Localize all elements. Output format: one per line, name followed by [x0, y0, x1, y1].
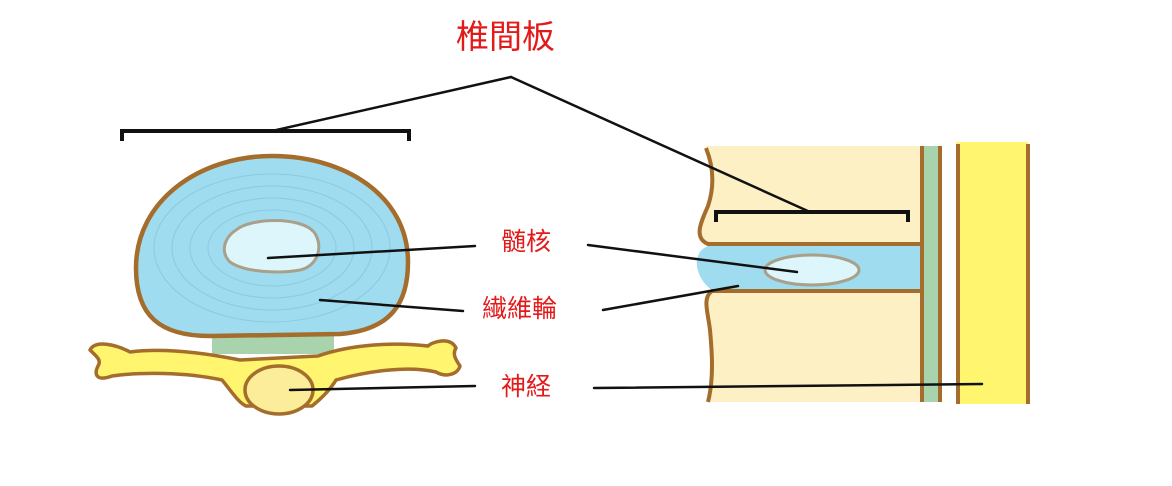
side-view — [696, 142, 1030, 404]
leader-nerve-left — [288, 384, 477, 392]
nerve-label: 神経 — [501, 372, 552, 401]
leader-nerve-right — [592, 382, 984, 390]
intervertebral-disc-label: 椎間板 — [456, 17, 555, 56]
annulus-lamellae — [153, 173, 391, 323]
nucleus-pulposus-label: 髄核 — [501, 227, 552, 256]
upper-vertebra — [699, 146, 920, 244]
leader-lines — [266, 75, 984, 392]
leader-disc-left — [270, 75, 513, 133]
lower-vertebra-outline — [704, 289, 920, 403]
annulus-fibrosus-label: 繊維輪 — [482, 294, 558, 323]
lower-vertebra — [706, 292, 920, 402]
left-bracket — [120, 129, 411, 141]
spinal-nerve-side-view — [956, 142, 1028, 404]
leader-nucleus-right — [586, 243, 799, 274]
leader-disc-right — [509, 75, 812, 214]
leader-nucleus-left — [266, 244, 477, 260]
leader-annulus-right — [601, 284, 740, 312]
cross-section-view — [88, 129, 462, 416]
nucleus-pulposus-top-view — [222, 219, 321, 274]
posterior-ligament — [922, 146, 940, 402]
nucleus-pulposus-side-view — [763, 253, 861, 287]
right-bracket — [714, 210, 910, 222]
leader-annulus-left — [318, 298, 465, 313]
